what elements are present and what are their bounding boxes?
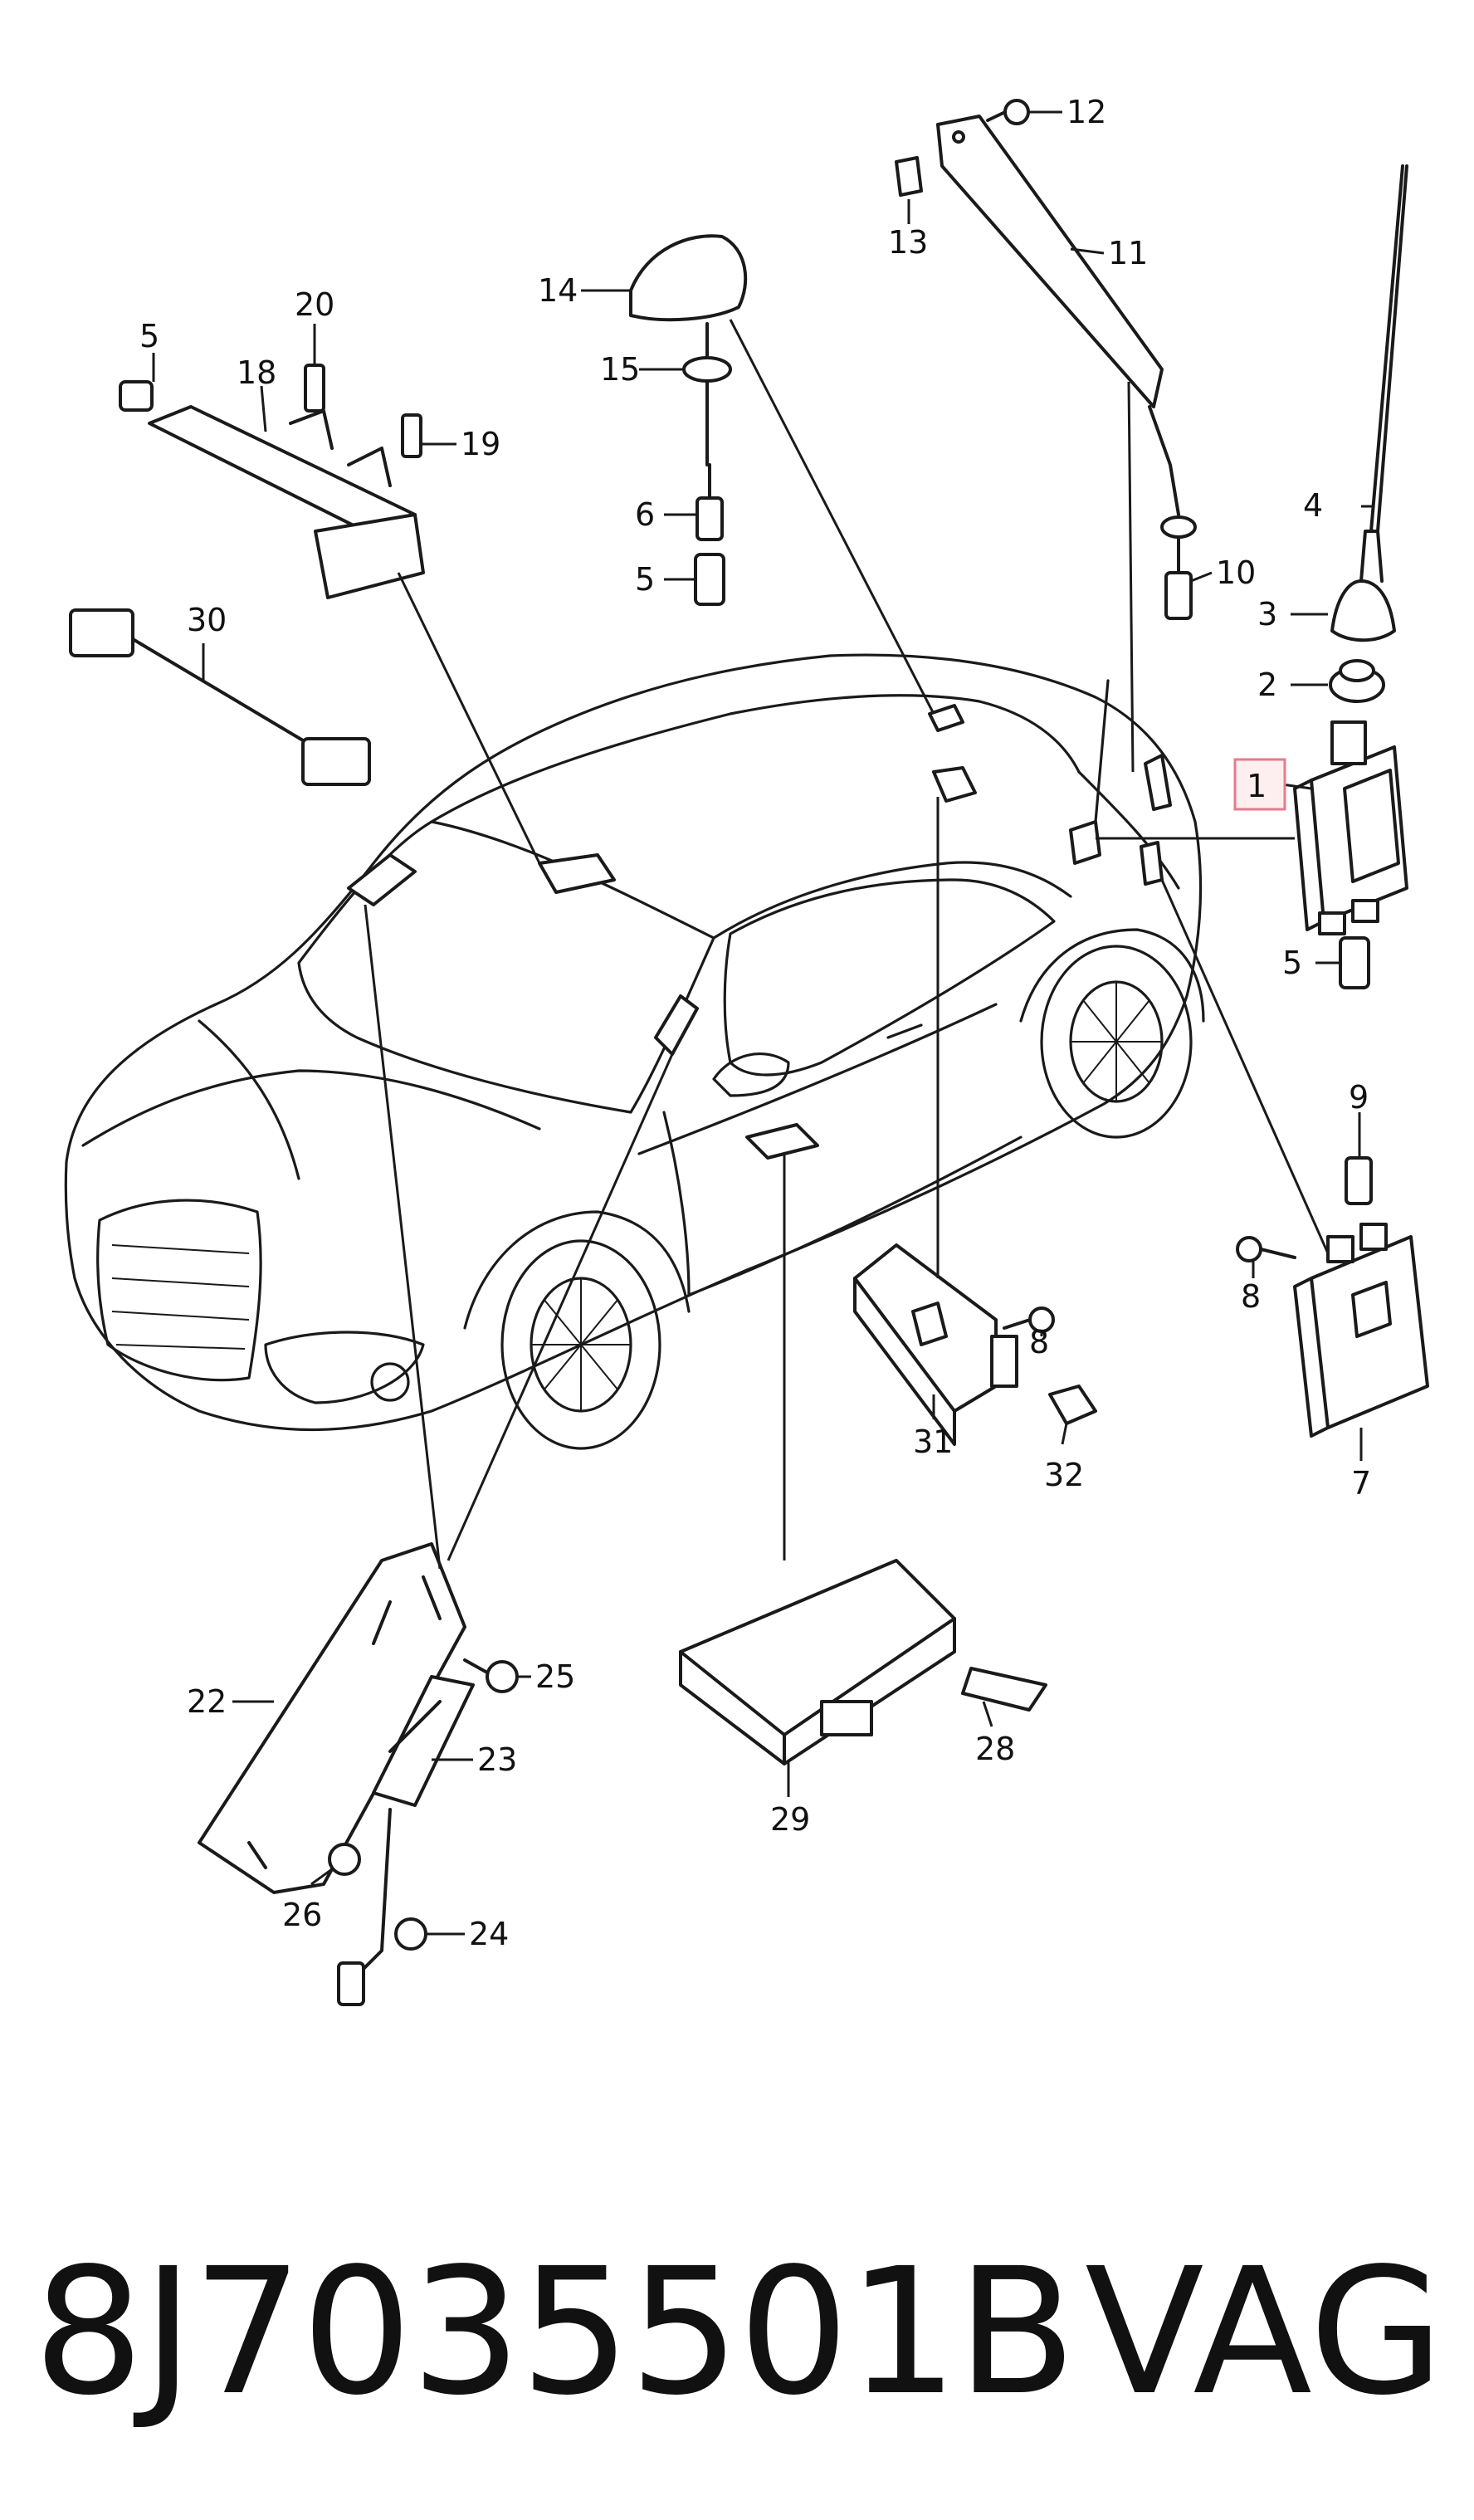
- callout-24[interactable]: 24: [469, 1916, 509, 1952]
- callout-11[interactable]: 11: [1108, 235, 1148, 271]
- part-22-bracket: [198, 1542, 466, 1894]
- part-10-connector: [1160, 515, 1197, 620]
- car-illustration: [64, 653, 1205, 1450]
- callout-23[interactable]: 23: [477, 1741, 517, 1778]
- part-7-control-unit: [1293, 1223, 1429, 1438]
- callout-30[interactable]: 30: [187, 602, 227, 638]
- callout-28[interactable]: 28: [975, 1731, 1015, 1767]
- part-30-cable: [69, 608, 371, 786]
- part-9-connector: [1345, 1156, 1373, 1205]
- part-15-grommet: [682, 322, 732, 466]
- callout-labels: 1 2 3 4 5 5 5 6 7 8 8 9 10 11 12 13 14 1…: [139, 94, 1371, 1952]
- callout-14[interactable]: 14: [538, 272, 578, 309]
- part-11-bracket: [936, 115, 1180, 516]
- part-8-bolt: [1003, 1236, 1296, 1333]
- part-19-screw: [401, 413, 422, 458]
- callout-8-mid[interactable]: 8: [1029, 1324, 1049, 1360]
- callout-5-amplifier[interactable]: 5: [1282, 945, 1302, 981]
- part-3-antenna-base: [1330, 579, 1396, 642]
- part-number: 8J7035501B: [33, 2230, 1076, 2434]
- part-18-module: [148, 405, 425, 599]
- callout-22[interactable]: 22: [187, 1683, 227, 1720]
- part-20-screw: [304, 364, 325, 413]
- callout-32[interactable]: 32: [1044, 1457, 1084, 1493]
- callout-7[interactable]: 7: [1351, 1465, 1371, 1502]
- callout-29[interactable]: 29: [770, 1801, 810, 1838]
- callout-5-module[interactable]: 5: [139, 318, 159, 354]
- part-25-bolt: [463, 1658, 519, 1693]
- part-26-nut: [328, 1843, 361, 1876]
- footer: 8J7035501B VAG: [33, 2233, 1444, 2432]
- callout-20[interactable]: 20: [295, 286, 334, 323]
- part-32-connector: [1048, 1385, 1097, 1425]
- leader-lines: [152, 110, 1374, 1936]
- callout-15[interactable]: 15: [600, 351, 640, 388]
- callout-5-roof[interactable]: 5: [635, 561, 655, 598]
- part-4-antenna-rod: [1359, 164, 1408, 583]
- part-13-clip: [895, 156, 923, 197]
- callout-12[interactable]: 12: [1066, 94, 1106, 130]
- part-5-connector: [119, 380, 1370, 989]
- callout-25[interactable]: 25: [535, 1658, 575, 1695]
- callout-18[interactable]: 18: [237, 354, 276, 391]
- part-2-nut: [1329, 659, 1385, 703]
- part-6-connector: [696, 463, 724, 541]
- part-1-amplifier: [1293, 720, 1408, 935]
- callout-4[interactable]: 4: [1303, 487, 1323, 524]
- callout-26[interactable]: 26: [282, 1897, 322, 1933]
- parts: [69, 99, 1429, 2006]
- callout-3[interactable]: 3: [1257, 596, 1277, 632]
- callout-8-right[interactable]: 8: [1241, 1278, 1261, 1315]
- callout-9[interactable]: 9: [1349, 1079, 1369, 1116]
- part-31-control-unit: [853, 1243, 1018, 1446]
- callout-13[interactable]: 13: [888, 224, 928, 261]
- callout-10[interactable]: 10: [1216, 554, 1256, 591]
- callout-6[interactable]: 6: [635, 496, 655, 533]
- callout-1[interactable]: 1: [1247, 768, 1267, 804]
- part-23-antenna-module: [372, 1675, 475, 1807]
- part-12-screw: [986, 99, 1030, 125]
- part-24-nut: [337, 1808, 427, 2006]
- highlight-box: [1233, 758, 1286, 811]
- part-29-control-unit: [679, 1559, 956, 1765]
- brand-name: VAG: [1085, 2230, 1444, 2434]
- callout-31[interactable]: 31: [913, 1424, 953, 1460]
- callout-19[interactable]: 19: [461, 426, 500, 462]
- part-14-roof-antenna: [629, 234, 748, 322]
- part-28-bracket: [961, 1667, 1047, 1712]
- callout-2[interactable]: 2: [1257, 667, 1277, 703]
